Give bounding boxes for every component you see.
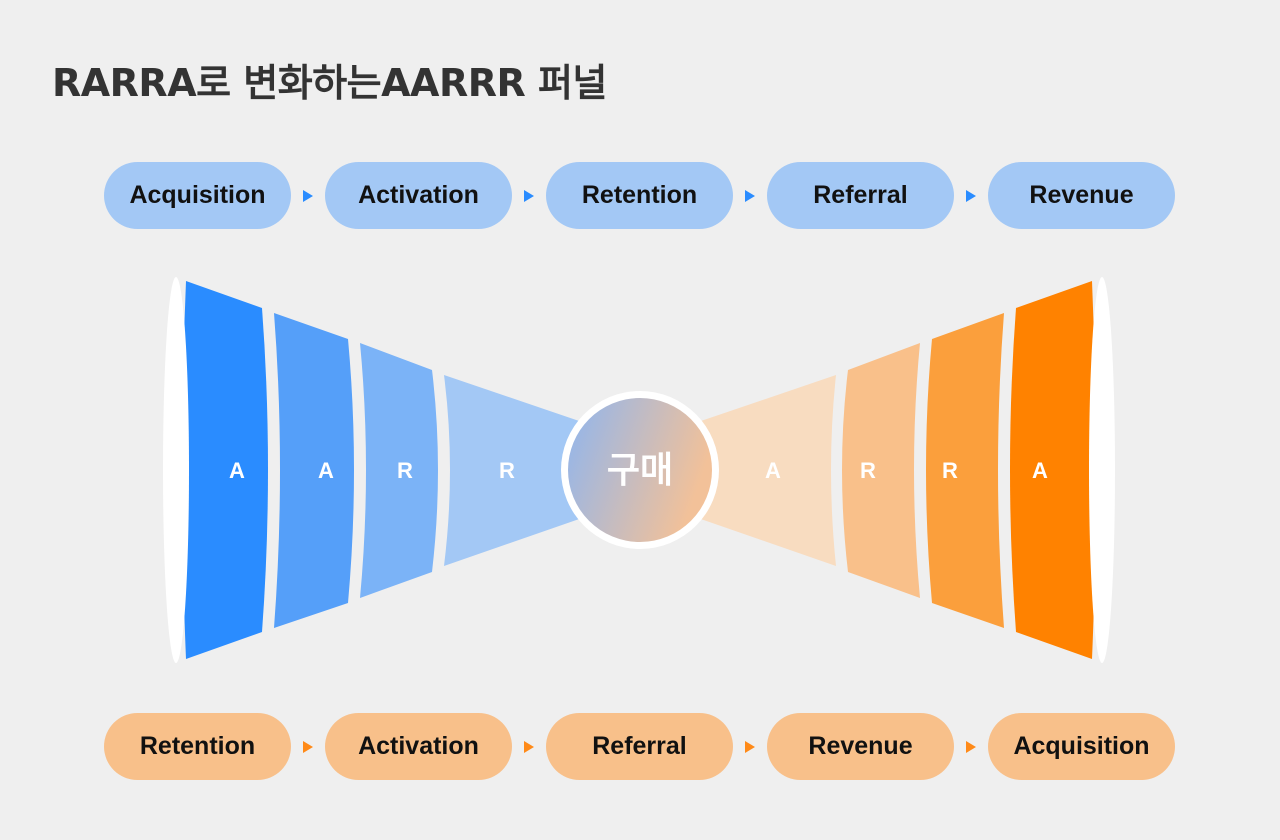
left-funnel-segment-1 — [182, 281, 268, 659]
right-funnel-opening — [1089, 277, 1115, 663]
page-title: RARRA로 변화하는AARRR 퍼널 — [52, 61, 607, 105]
right-segment-label-1: A — [765, 458, 781, 483]
top-flow: Acquisition Activation Retention Referra… — [104, 162, 1175, 229]
bottom-step-activation: Activation — [325, 713, 512, 780]
top-step-referral: Referral — [767, 162, 954, 229]
left-funnel-segment-4 — [444, 375, 585, 566]
right-segment-label-2: R — [860, 458, 876, 483]
arrow-right-icon — [954, 189, 988, 202]
right-funnel-segment-3 — [926, 313, 1004, 628]
bottom-step-referral: Referral — [546, 713, 733, 780]
bottom-step-revenue: Revenue — [767, 713, 954, 780]
arrow-right-icon — [291, 189, 325, 202]
top-step-retention: Retention — [546, 162, 733, 229]
right-funnel-segment-2 — [842, 343, 920, 598]
arrow-right-icon — [512, 189, 546, 202]
bottom-step-acquisition: Acquisition — [988, 713, 1175, 780]
left-funnel-segment-2 — [274, 313, 354, 628]
right-funnel — [695, 281, 1096, 659]
top-step-activation: Activation — [325, 162, 512, 229]
bottom-step-retention: Retention — [104, 713, 291, 780]
right-funnel-segment-1 — [695, 375, 836, 566]
left-segment-label-1: A — [229, 458, 245, 483]
left-segment-label-2: A — [318, 458, 334, 483]
left-funnel — [182, 281, 585, 659]
arrow-right-icon — [291, 740, 325, 753]
left-segment-label-3: R — [397, 458, 413, 483]
top-step-revenue: Revenue — [988, 162, 1175, 229]
right-segment-label-4: A — [1032, 458, 1048, 483]
arrow-right-icon — [733, 189, 767, 202]
right-segment-label-3: R — [942, 458, 958, 483]
right-funnel-segment-4 — [1010, 281, 1096, 659]
left-segment-label-4: R — [499, 458, 515, 483]
arrow-right-icon — [954, 740, 988, 753]
center-label: 구매 — [607, 450, 673, 491]
left-funnel-opening — [163, 277, 189, 663]
bottom-flow: Retention Activation Referral Revenue Ac… — [104, 713, 1175, 780]
left-funnel-segment-3 — [360, 343, 438, 598]
arrow-right-icon — [512, 740, 546, 753]
center-circle-fill — [568, 398, 712, 542]
top-step-acquisition: Acquisition — [104, 162, 291, 229]
arrow-right-icon — [733, 740, 767, 753]
